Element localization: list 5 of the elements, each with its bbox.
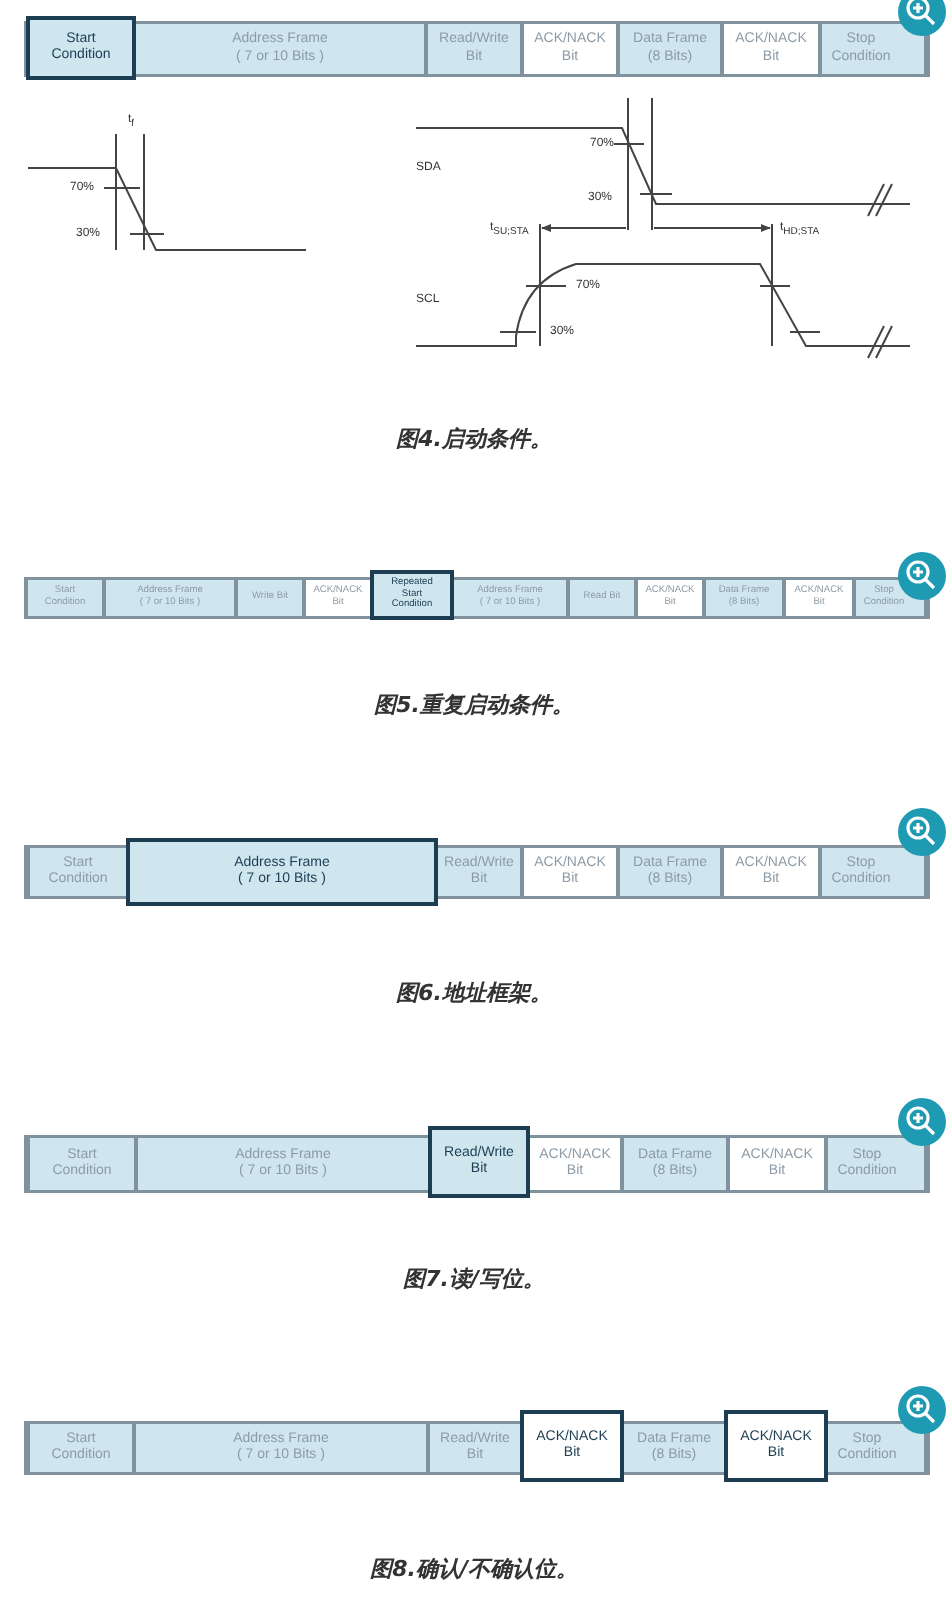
figure-caption: 图7.读/写位。	[403, 1266, 545, 1292]
figure-caption: 图5.重复启动条件。	[374, 692, 574, 718]
figure-caption: 图6.地址框架。	[396, 980, 552, 1006]
figure-caption: 图4.启动条件。	[396, 426, 552, 452]
figure-caption: 图8.确认/不确认位。	[370, 1556, 578, 1582]
